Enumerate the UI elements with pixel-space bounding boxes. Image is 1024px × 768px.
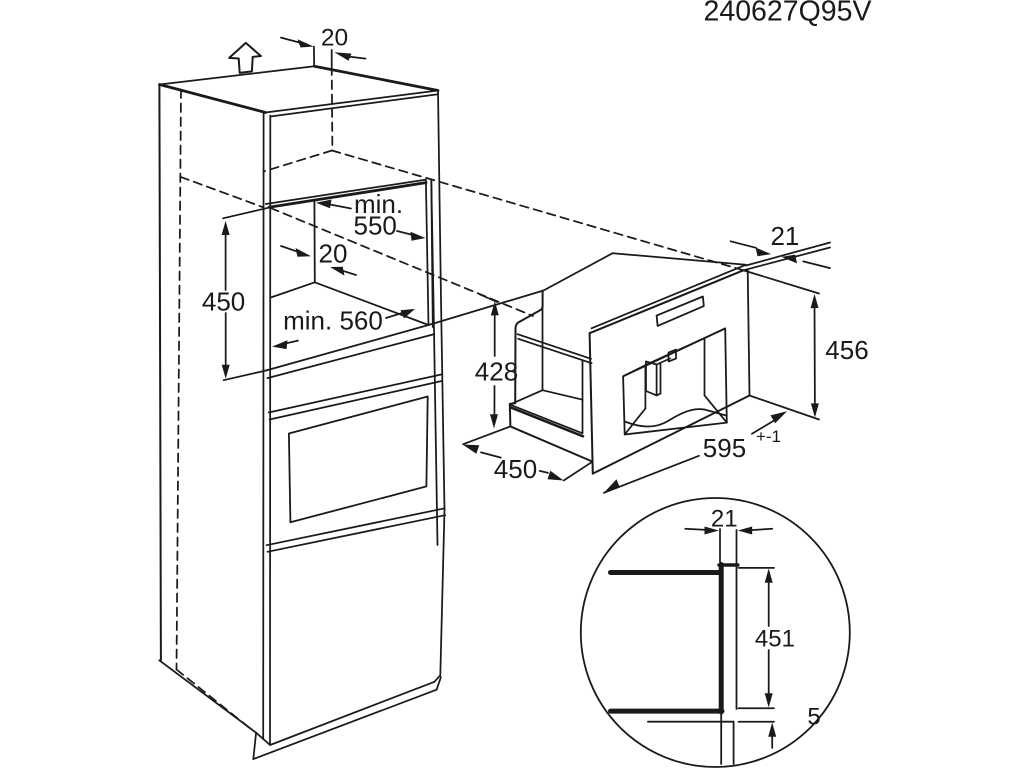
svg-text:5: 5 <box>807 704 820 731</box>
svg-text:min. 560: min. 560 <box>283 306 383 336</box>
svg-text:451: 451 <box>755 626 795 653</box>
svg-text:595: 595 <box>703 433 746 463</box>
svg-text:21: 21 <box>770 221 799 251</box>
svg-text:min.: min. <box>354 189 403 219</box>
svg-text:456: 456 <box>825 335 868 365</box>
svg-text:20: 20 <box>319 239 348 269</box>
svg-text:450: 450 <box>202 287 245 317</box>
svg-text:428: 428 <box>475 357 518 387</box>
svg-text:450: 450 <box>494 454 537 484</box>
svg-text:550: 550 <box>354 211 397 241</box>
svg-text:+-1: +-1 <box>756 427 781 446</box>
svg-text:20: 20 <box>321 24 348 51</box>
svg-text:240627Q95V: 240627Q95V <box>704 0 872 28</box>
svg-text:21: 21 <box>711 506 738 533</box>
